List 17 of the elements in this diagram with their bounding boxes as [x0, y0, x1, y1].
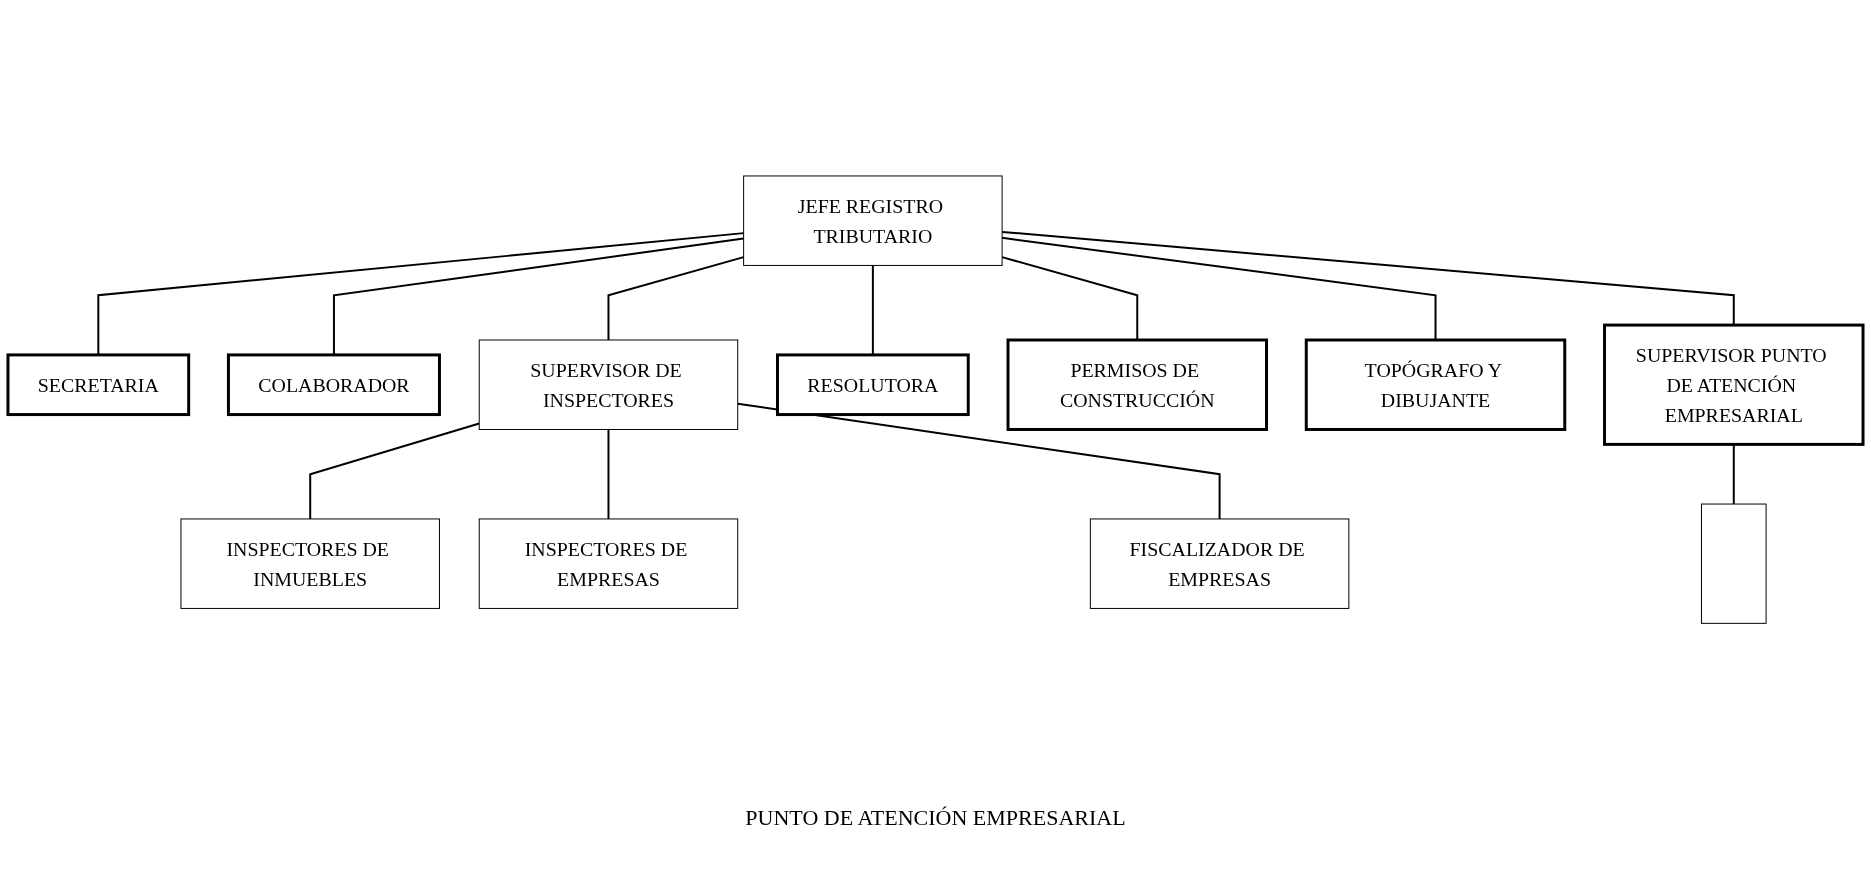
connector	[607, 428, 610, 521]
node-box: INSPECTORES DE EMPRESAS	[478, 518, 739, 610]
node-box: SUPERVISOR PUNTO DE ATENCIÓN EMPRESARIAL	[1603, 323, 1865, 447]
node-box: JEFE REGISTRO TRIBUTARIO	[743, 175, 1003, 267]
node-box: TOPÓGRAFO Y DIBUJANTE	[1304, 338, 1567, 432]
connector	[607, 256, 745, 342]
connector	[736, 403, 1221, 521]
node-box	[1700, 503, 1767, 625]
node-box: INSPECTORES DE INMUEBLES	[180, 518, 440, 610]
connector	[309, 422, 481, 521]
node-box: FISCALIZADOR DE EMPRESAS	[1089, 518, 1350, 610]
floating-label: PUNTO DE ATENCIÓN EMPRESARIAL	[745, 805, 1126, 831]
node-box: SECRETARIA	[6, 353, 191, 417]
node-box: PERMISOS DE CONSTRUCCIÓN	[1006, 338, 1268, 432]
node-box: COLABORADOR	[226, 353, 441, 417]
node-box: RESOLUTORA	[776, 353, 970, 417]
node-box: SUPERVISOR DE INSPECTORES	[478, 339, 739, 431]
